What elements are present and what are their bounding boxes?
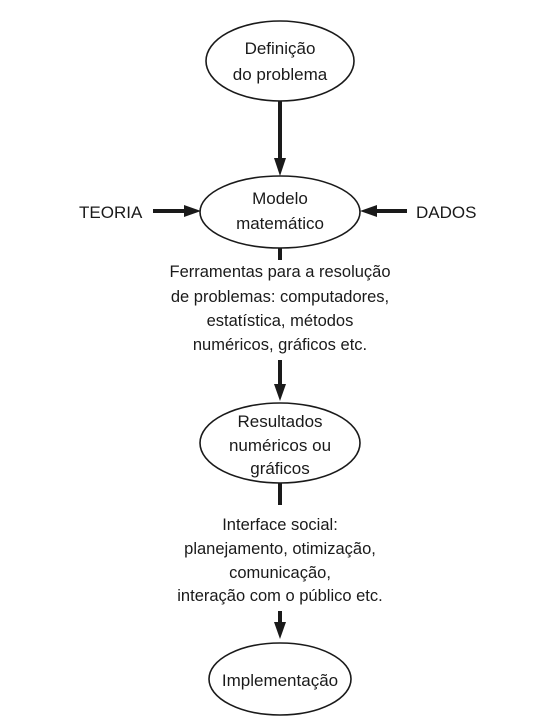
node-problem-definition-line-2: do problema [233,65,328,84]
edge-label-tools-line-1: Ferramentas para a resolução [169,263,390,281]
edge-label-interface-line-1: Interface social: [222,516,338,534]
node-implementation-label: Implementação [222,671,338,690]
arrow-interface-to-implementation [274,611,286,639]
edge-label-social-interface: Interface social: planejamento, otimizaç… [177,516,382,605]
input-theory: TEORIA [79,203,201,222]
arrow-tools-to-results [274,360,286,401]
input-data-label: DADOS [416,203,476,222]
arrow-definition-to-model [274,101,286,176]
edge-label-interface-line-4: interação com o público etc. [177,587,382,605]
edge-label-tools-line-3: estatística, métodos [207,312,354,330]
input-theory-label: TEORIA [79,203,143,222]
node-results-line-2: numéricos ou [229,436,331,455]
edge-label-interface-line-3: comunicação, [229,564,331,582]
edge-label-interface-line-2: planejamento, otimização, [184,540,376,558]
input-data: DADOS [360,203,476,222]
edge-label-tools-line-2: de problemas: computadores, [171,288,389,306]
node-mathematical-model-line-1: Modelo [252,189,308,208]
edge-label-tools-line-4: numéricos, gráficos etc. [193,336,367,354]
node-problem-definition: Definição do problema [205,20,355,102]
node-results: Resultados numéricos ou gráficos [199,402,361,484]
edge-label-tools: Ferramentas para a resolução de problema… [169,263,390,354]
node-mathematical-model-line-2: matemático [236,214,324,233]
node-results-line-1: Resultados [237,412,322,431]
node-mathematical-model: Modelo matemático [199,175,361,249]
node-problem-definition-line-1: Definição [245,39,316,58]
node-implementation: Implementação [208,642,352,716]
node-results-line-3: gráficos [250,459,310,478]
